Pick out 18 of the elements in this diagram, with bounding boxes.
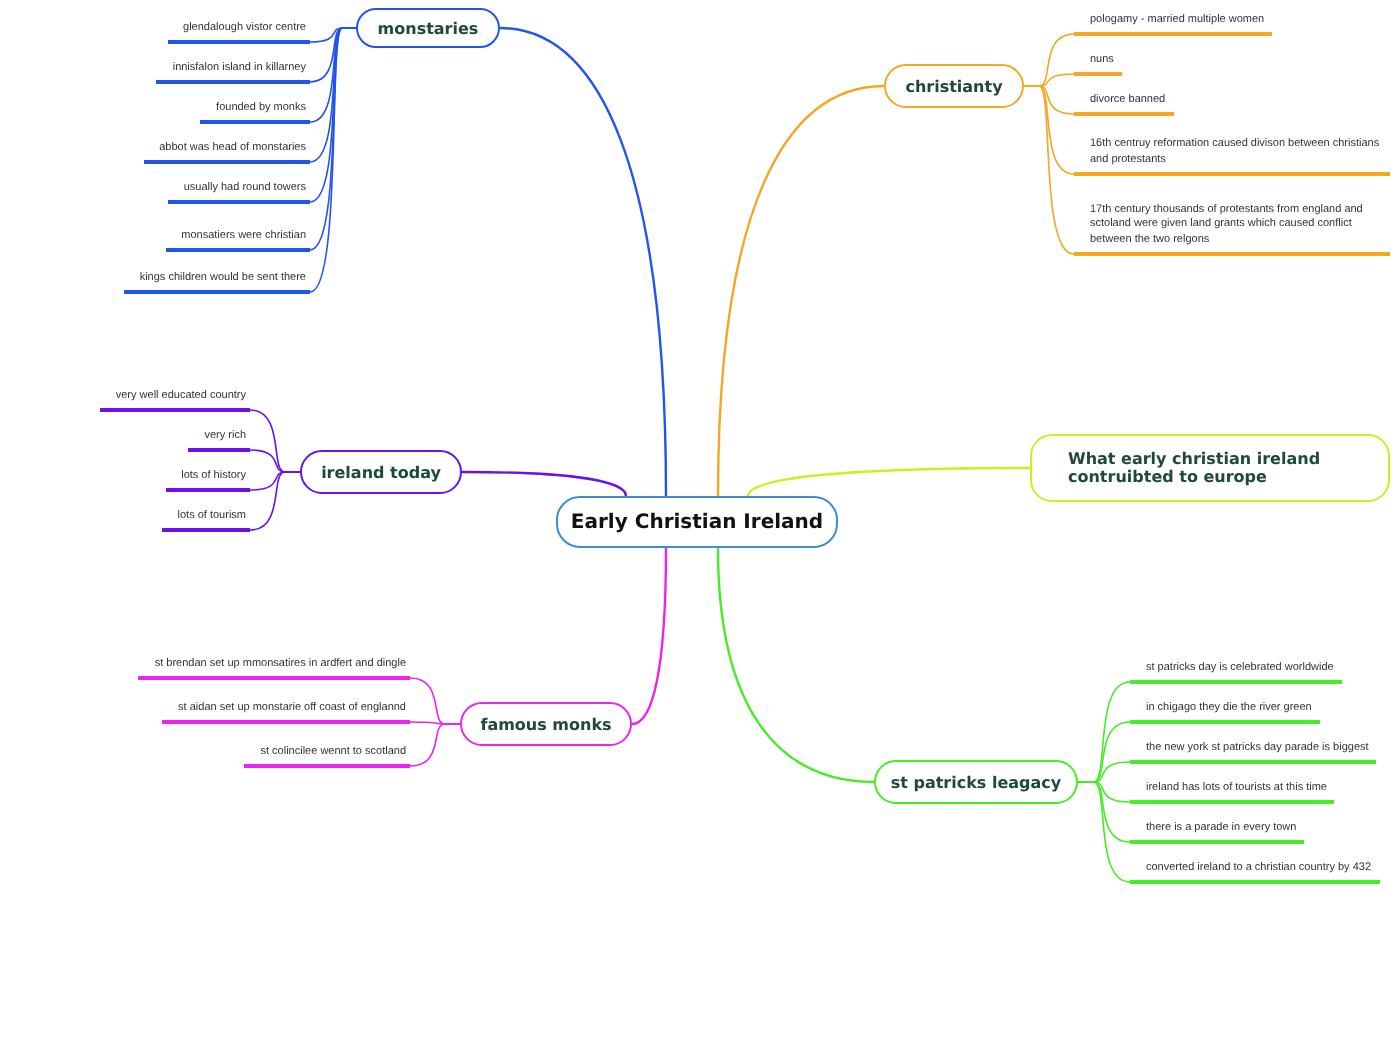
connector-line <box>409 723 461 767</box>
topic-pill: What early christian ireland contruibted to europe <box>1030 434 1390 502</box>
connector-line <box>309 27 357 293</box>
topic-pill: christianty <box>884 64 1024 108</box>
central-topic: Early Christian Ireland <box>556 496 838 548</box>
topic-pill: ireland today <box>300 450 462 494</box>
connector-line <box>631 548 668 726</box>
topic-pill: famous monks <box>460 702 632 746</box>
connector-line <box>716 84 885 497</box>
connector-line <box>716 547 875 784</box>
topic-pill: monstaries <box>356 8 500 48</box>
topic-pill: st patricks leagacy <box>874 760 1078 804</box>
connector-line <box>1023 85 1075 255</box>
connector-line <box>499 26 668 497</box>
connector-line <box>746 466 1030 497</box>
connector-line <box>1077 781 1131 883</box>
connector-line <box>249 471 301 531</box>
connector-line <box>462 470 628 497</box>
